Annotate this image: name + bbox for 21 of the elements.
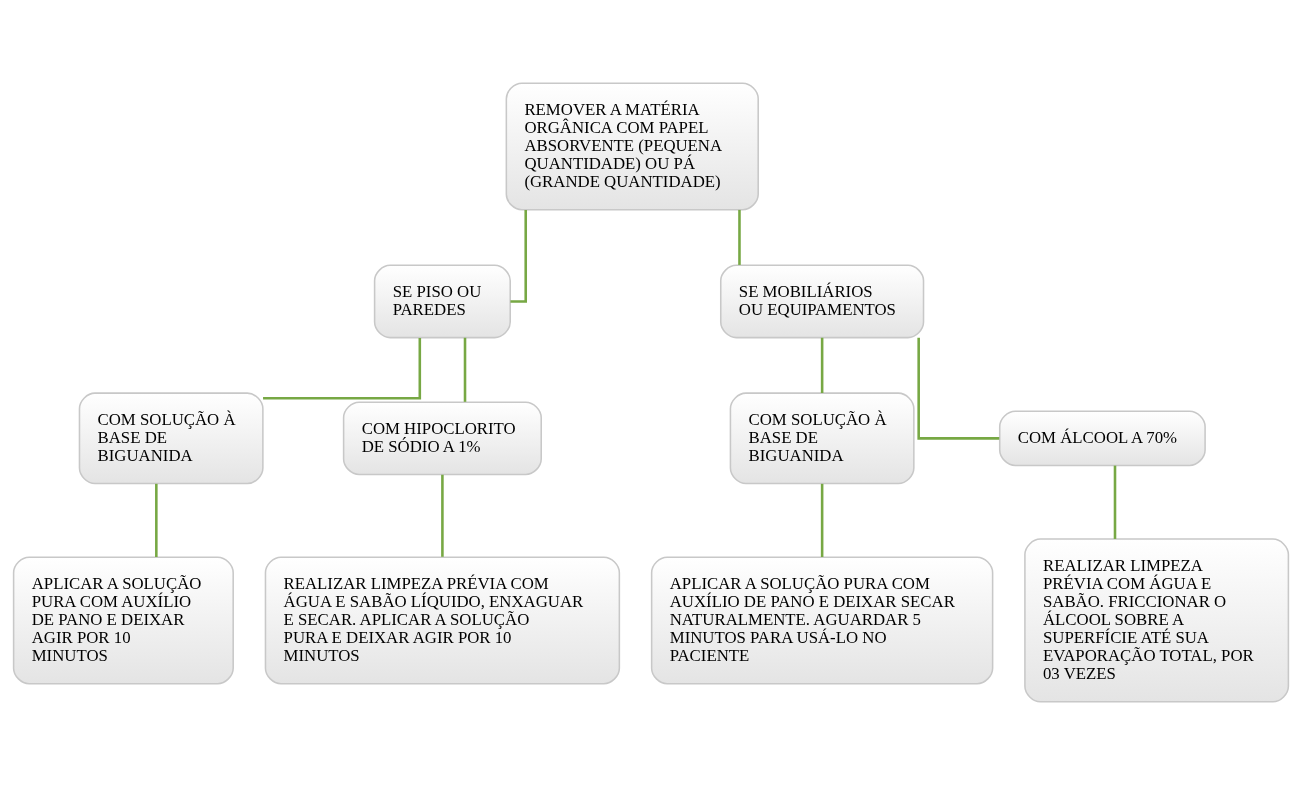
connector: [820, 337, 824, 394]
connector: [441, 474, 444, 557]
node-box: COM ÁLCOOL A 70%: [998, 410, 1206, 467]
node-box: SE MOBILIÁRIOS OU EQUIPAMENTOS: [719, 264, 925, 339]
node-box: COM HIPOCLORITO DE SÓDIO A 1%: [342, 401, 542, 476]
connector: [263, 338, 422, 400]
node-box: COM SOLUÇÃO À BASE DE BIGUANIDA: [729, 392, 915, 485]
node-box: APLICAR A SOLUÇÃO PURA COM AUXÍLIO DE PANO E DEIXAR SECAR NATURALMENTE. AGUARDAR 5 MINUTOS PARA USÁ-LO NO PACIENTE: [650, 556, 994, 685]
node-box: SE PISO OU PAREDES: [373, 264, 511, 339]
node-box: COM SOLUÇÃO À BASE DE BIGUANIDA: [78, 392, 264, 485]
connector: [738, 209, 741, 265]
connector: [820, 483, 824, 557]
connector: [510, 209, 527, 303]
node-box: REALIZAR LIMPEZA PRÉVIA COM ÁGUA E SABÃO. FRICCIONAR O ÁLCOOL SOBRE A SUPERFÍCIE ATÉ SUA EVAPORAÇÃO TOTAL, POR 03 VEZES: [1024, 538, 1290, 703]
node-box: REALIZAR LIMPEZA PRÉVIA COM ÁGUA E SABÃO LÍQUIDO, ENXAGUAR E SECAR. APLICAR A SOLUÇÃO PURA E DEIXAR AGIR POR 10 MINUTOS: [264, 556, 621, 685]
connector: [155, 483, 158, 557]
connector: [1113, 465, 1117, 539]
node-box: REMOVER A MATÉRIA ORGÂNICA COM PAPEL ABSORVENTE (PEQUENA QUANTIDADE) OU PÁ (GRANDE QUANTIDADE): [505, 82, 759, 211]
connector: [917, 337, 1000, 440]
node-box: APLICAR A SOLUÇÃO PURA COM AUXÍLIO DE PANO E DEIXAR AGIR POR 10 MINUTOS: [12, 556, 234, 685]
connector: [463, 337, 467, 402]
